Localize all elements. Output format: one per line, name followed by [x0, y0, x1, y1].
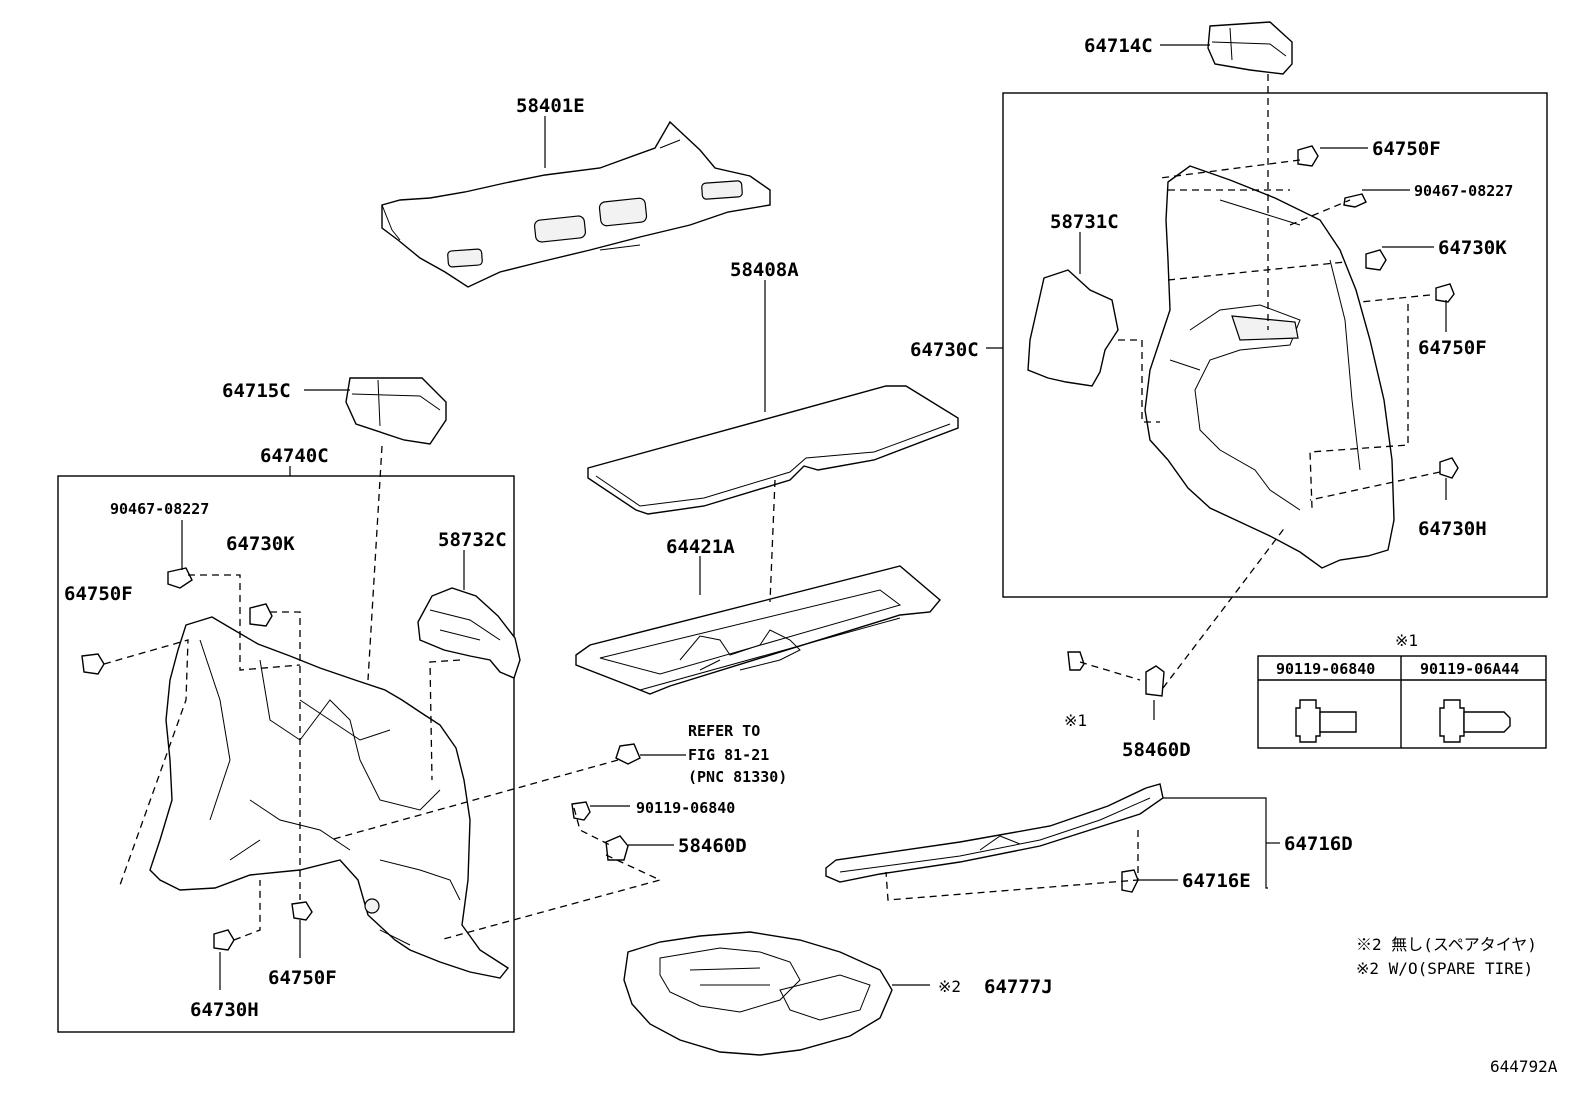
labels: 64714C 58401E 64750F 90467-08227 58731C … — [64, 35, 1558, 1076]
label-refer-pnc: (PNC 81330) — [688, 768, 787, 786]
part-58731c-pad — [1027, 269, 1119, 387]
label-90467-08227: 90467-08227 — [110, 500, 209, 518]
leader-lines — [181, 44, 1447, 990]
label-note2-mark: ※2 — [938, 977, 961, 996]
part-58408a-board — [587, 385, 959, 515]
label-64730k: 64730K — [1438, 237, 1507, 259]
label-refer-fig: FIG 81-21 — [688, 746, 769, 764]
label-64730c: 64730C — [910, 339, 979, 361]
label-58460d: 58460D — [678, 835, 747, 857]
dashed-lines — [103, 74, 1441, 941]
label-64750f: 64750F — [1372, 138, 1441, 160]
label-64750f: 64750F — [64, 583, 133, 605]
label-90467-08227: 90467-08227 — [1414, 182, 1513, 200]
label-64730k: 64730K — [226, 533, 295, 555]
part-64421a-tray — [575, 565, 941, 695]
part-64777j-tray — [623, 931, 893, 1056]
part-64730c-side-trim — [1144, 165, 1395, 569]
note-jp: ※2 無し(スペアタイヤ) — [1356, 935, 1537, 954]
label-refer-to: REFER TO — [688, 722, 760, 740]
clip-icon — [81, 145, 1459, 951]
label-90119-06840: 90119-06840 — [636, 799, 735, 817]
fastener-table — [1257, 655, 1547, 749]
label-64730h: 64730H — [190, 999, 259, 1021]
diagram-id: 644792A — [1490, 1057, 1558, 1076]
bolt-icon — [1439, 699, 1511, 743]
part-64716d-sill — [825, 783, 1164, 883]
label-64740c: 64740C — [260, 445, 329, 467]
label-58731c: 58731C — [1050, 211, 1119, 233]
label-64750f: 64750F — [1418, 337, 1487, 359]
note-en: ※2 W/O(SPARE TIRE) — [1356, 959, 1533, 978]
label-64777j: 64777J — [984, 976, 1053, 998]
label-table-mark: ※1 — [1395, 631, 1418, 650]
label-58732c: 58732C — [438, 529, 507, 551]
label-58408a: 58408A — [730, 259, 799, 281]
label-table-col2: 90119-06A44 — [1420, 660, 1519, 678]
label-table-col1: 90119-06840 — [1276, 660, 1375, 678]
label-58401e: 58401E — [516, 95, 585, 117]
label-64716d: 64716D — [1284, 833, 1353, 855]
left-assembly-box — [57, 475, 515, 1033]
label-64730h: 64730H — [1418, 518, 1487, 540]
part-58732c-bracket — [417, 587, 521, 679]
bolt-icon — [1295, 699, 1357, 743]
label-58460d: 58460D — [1122, 739, 1191, 761]
part-64715c-bracket — [345, 377, 447, 445]
part-64740c-side-trim — [149, 616, 510, 979]
part-64714c-bracket — [1207, 21, 1293, 75]
label-64716e: 64716E — [1182, 870, 1251, 892]
label-note1-mark: ※1 — [1064, 711, 1087, 730]
right-assembly-box — [1002, 92, 1548, 598]
label-64715c: 64715C — [222, 380, 291, 402]
part-58401e-deck — [381, 120, 771, 288]
label-64421a: 64421A — [666, 536, 735, 558]
label-64750f: 64750F — [268, 967, 337, 989]
label-64714c: 64714C — [1084, 35, 1153, 57]
